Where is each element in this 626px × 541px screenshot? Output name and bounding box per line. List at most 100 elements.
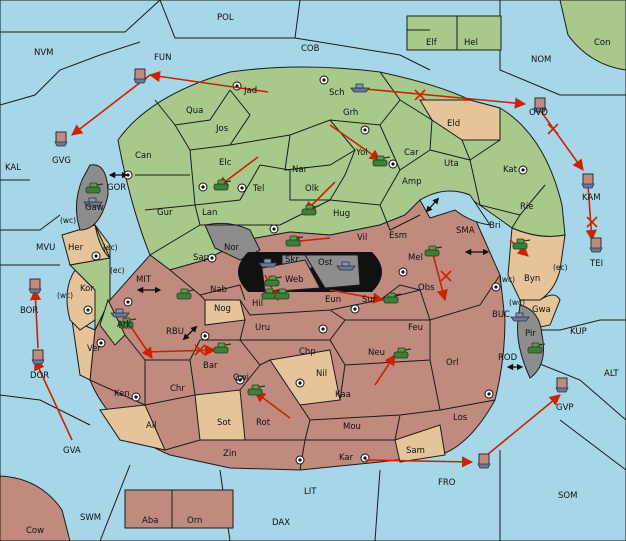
svg-text:Eld: Eld [447,119,460,129]
province-pir[interactable] [517,304,544,379]
svg-text:Mou: Mou [343,422,361,432]
svg-text:Nab: Nab [210,285,227,295]
svg-text:Cow: Cow [26,526,44,536]
svg-text:FUN: FUN [154,53,171,63]
svg-text:Gwa: Gwa [532,305,551,315]
svg-text:GOR: GOR [107,183,126,193]
svg-text:Sot: Sot [217,418,232,428]
sea-border [559,419,626,471]
province-sam[interactable] [394,424,446,463]
svg-text:Sam: Sam [406,446,425,456]
svg-text:Ost: Ost [318,258,333,268]
svg-text:SOM: SOM [558,491,577,501]
svg-text:(ec): (ec) [553,263,568,272]
svg-text:DOR: DOR [30,371,49,381]
svg-text:OVD: OVD [529,108,548,118]
svg-text:Con: Con [594,38,611,48]
svg-text:Sch: Sch [329,88,344,98]
svg-text:Gaw: Gaw [85,203,104,213]
svg-text:Elf: Elf [426,38,438,48]
svg-text:(wc): (wc) [499,275,515,284]
svg-text:Rot: Rot [256,418,271,428]
svg-text:(ec): (ec) [103,243,118,252]
svg-text:SWM: SWM [80,513,101,523]
svg-text:Chp: Chp [299,347,316,357]
svg-text:Neu: Neu [368,348,385,358]
svg-text:Los: Los [453,413,468,423]
svg-text:Aba: Aba [142,516,158,526]
sea-border [0,41,141,106]
svg-text:Nil: Nil [316,369,327,379]
svg-text:Ark: Ark [117,320,131,330]
svg-text:Chr: Chr [170,384,185,394]
province-sot[interactable] [194,389,246,441]
svg-text:(ec): (ec) [110,266,125,275]
svg-text:Qwi: Qwi [233,373,249,383]
svg-text:KUP: KUP [570,327,587,337]
svg-text:Orn: Orn [187,516,202,526]
svg-text:Feu: Feu [408,323,423,333]
svg-text:Web: Web [285,275,304,285]
svg-text:GVP: GVP [556,403,574,413]
svg-text:Bar: Bar [203,361,218,371]
province-kor[interactable] [66,269,96,331]
svg-text:Hil: Hil [252,299,263,309]
svg-text:Olk: Olk [305,184,319,194]
svg-text:Tel: Tel [252,184,264,194]
province-gaw[interactable] [76,164,109,231]
svg-text:Obs: Obs [418,283,435,293]
svg-text:COB: COB [301,44,320,54]
svg-text:Hel: Hel [464,38,478,48]
svg-text:Kar: Kar [339,453,354,463]
labels: POL NVM FUN COB NOM Con Elf Hel Jad Sch … [5,13,619,536]
province-cow[interactable] [0,475,71,541]
svg-text:Kaa: Kaa [335,390,351,400]
svg-text:MIT: MIT [136,275,152,285]
svg-text:ROD: ROD [498,353,518,363]
svg-text:KAL: KAL [5,163,21,173]
svg-text:BOR: BOR [20,306,38,316]
svg-text:(wc): (wc) [60,216,76,225]
sea-border [529,359,626,421]
svg-text:Esm: Esm [389,231,407,241]
svg-text:GVG: GVG [52,156,71,166]
svg-text:FRO: FRO [438,478,456,488]
svg-text:Ver: Ver [87,344,101,354]
svg-text:Pir: Pir [525,329,536,339]
svg-text:ALT: ALT [604,369,619,379]
svg-text:Kat: Kat [503,165,518,175]
svg-text:(wc): (wc) [57,291,73,300]
sea-border [99,464,131,541]
svg-text:(wc): (wc) [509,298,525,307]
svg-text:Amp: Amp [402,177,422,187]
svg-text:Nar: Nar [292,165,308,175]
svg-text:Kor: Kor [80,284,94,294]
sea-border [294,37,431,71]
island-aba-orn[interactable] [124,489,234,529]
svg-text:POL: POL [217,13,234,23]
province-kor-strip[interactable] [68,224,111,331]
sea-border [0,214,61,231]
svg-text:Qua: Qua [186,106,203,116]
svg-text:Ken: Ken [114,389,130,399]
svg-text:Jos: Jos [215,124,229,134]
svg-text:Zin: Zin [223,449,237,459]
sea-border [159,0,301,39]
svg-text:Can: Can [135,151,152,161]
svg-text:Vil: Vil [357,233,367,243]
svg-text:LIT: LIT [304,487,317,497]
svg-text:KAM: KAM [582,193,601,203]
svg-text:Eun: Eun [325,295,341,305]
svg-text:GVA: GVA [63,446,81,456]
svg-text:NOM: NOM [531,55,551,65]
sea-passage-markers [108,171,524,371]
svg-text:Byn: Byn [524,274,540,284]
svg-text:Car: Car [404,148,419,158]
svg-text:DAX: DAX [272,518,290,528]
svg-text:BUC: BUC [492,310,510,320]
island-elf-hel[interactable] [406,15,502,51]
svg-text:Yol: Yol [355,148,368,158]
svg-text:Sur: Sur [362,295,377,305]
svg-text:Skr: Skr [285,255,299,265]
svg-text:MVU: MVU [36,243,55,253]
